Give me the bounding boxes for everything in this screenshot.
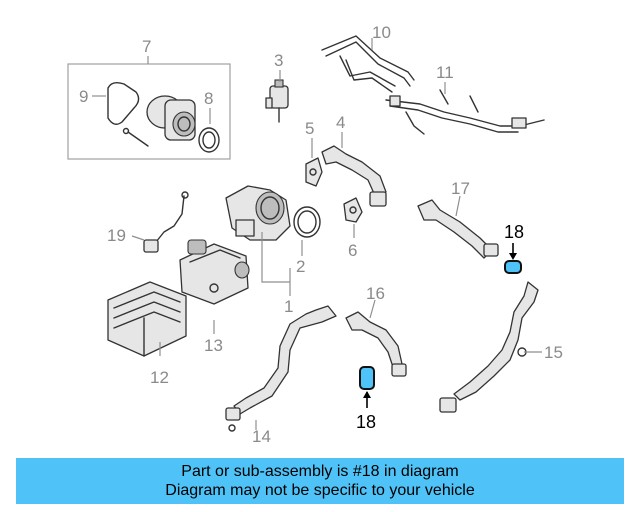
callout-13: 13 [204, 336, 223, 355]
part-10-pipe [321, 35, 415, 93]
callout-19: 19 [107, 226, 126, 245]
part-6-gasket [343, 197, 363, 223]
banner-line-1: Part or sub-assembly is #18 in diagram [181, 463, 459, 480]
part-16-pipe [345, 311, 407, 377]
callout-6: 6 [348, 241, 357, 260]
callout-8: 8 [204, 89, 213, 108]
part-8-ring [198, 127, 220, 153]
part-9-gasket [107, 81, 149, 147]
callout-18-lower: 18 [356, 412, 376, 432]
callout-12: 12 [150, 368, 169, 387]
callout-4: 4 [336, 113, 345, 132]
info-banner: Part or sub-assembly is #18 in diagram D… [16, 458, 624, 504]
part-13-egr-module [179, 239, 250, 305]
callout-1: 1 [284, 297, 293, 316]
callout-1-bracket [261, 232, 291, 296]
throttle-body [225, 185, 291, 241]
callout-2: 2 [296, 257, 305, 276]
callout-9: 9 [79, 87, 88, 106]
callout-17: 17 [451, 179, 470, 198]
parts-diagram: 7 9 8 3 10 [67, 23, 563, 446]
part-12-canister [107, 281, 187, 357]
part-3-sensor [265, 79, 289, 123]
part-19-sensor [143, 191, 189, 253]
callout-15: 15 [544, 343, 563, 362]
callout-18-upper: 18 [504, 222, 524, 242]
part-2-gasket [293, 206, 321, 238]
banner-line-2: Diagram may not be specific to your vehi… [165, 482, 475, 499]
part-11-harness [385, 89, 545, 135]
part-15-pipe [439, 281, 539, 413]
callout-5: 5 [305, 119, 314, 138]
part-7-box [67, 63, 231, 160]
part-14-pipe [225, 305, 337, 432]
callout-3: 3 [274, 51, 283, 70]
part-5-gasket [305, 157, 323, 187]
part-17-pipe [417, 199, 499, 259]
callout-14: 14 [252, 427, 271, 446]
callout-16: 16 [366, 284, 385, 303]
part-18-gasket-lower [359, 366, 375, 390]
callout-7: 7 [142, 37, 151, 56]
callout-11: 11 [436, 63, 454, 82]
part-18-gasket-upper [504, 260, 522, 274]
egr-valve-assembly [146, 95, 196, 141]
callout-10: 10 [372, 23, 391, 42]
part-4-pipe [321, 145, 387, 207]
